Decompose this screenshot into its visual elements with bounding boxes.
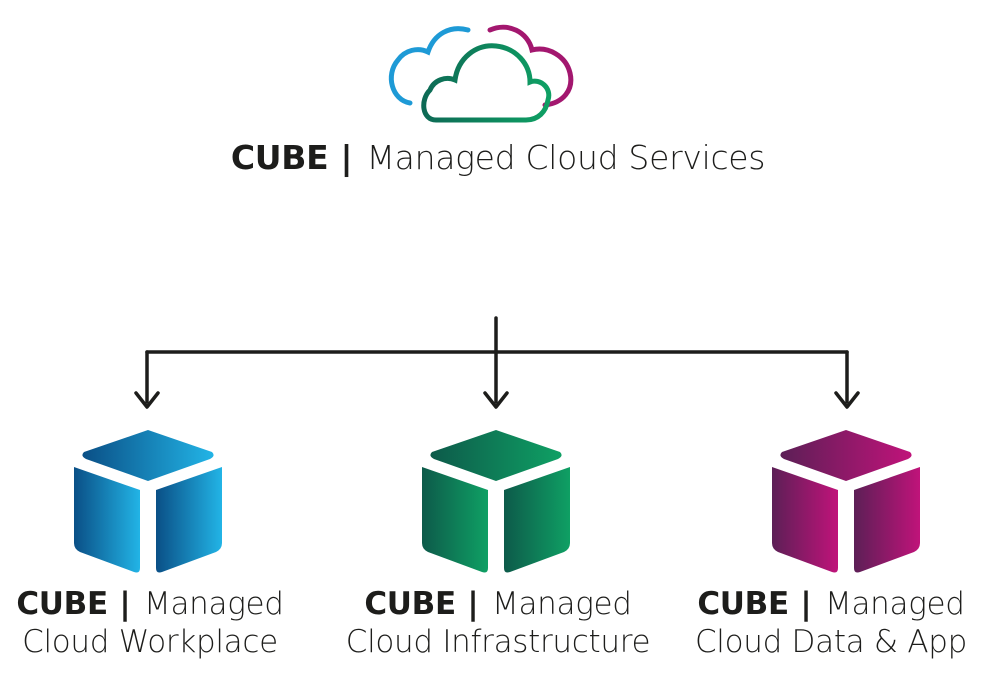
- service-label-line1: CUBE | Managed: [0, 585, 315, 623]
- service-managed: Managed: [825, 586, 965, 622]
- cloud-icon: [388, 24, 574, 123]
- service-label-line1: CUBE | Managed: [666, 585, 996, 623]
- main-title: CUBE | Managed Cloud Services: [0, 138, 996, 178]
- service-brand: CUBE: [364, 586, 456, 622]
- cube-icon-data-app: [772, 430, 920, 573]
- service-separator: |: [467, 586, 479, 622]
- arrow-head-right: [834, 391, 860, 409]
- service-name: Cloud Infrastructure: [345, 624, 651, 660]
- cube-icon-infrastructure: [422, 430, 570, 573]
- service-label-data-app: CUBE | Managed Cloud Data & App: [666, 585, 996, 661]
- service-brand: CUBE: [697, 586, 789, 622]
- service-label-infrastructure: CUBE | Managed Cloud Infrastructure: [333, 585, 663, 661]
- service-brand: CUBE: [16, 586, 108, 622]
- service-label-workplace: CUBE | Managed Cloud Workplace: [0, 585, 315, 661]
- arrow-head-center: [483, 391, 509, 409]
- cube-icon-workplace: [74, 430, 222, 573]
- service-name: Cloud Workplace: [22, 624, 278, 660]
- main-title-text: Managed Cloud Services: [366, 138, 766, 177]
- service-label-line1: CUBE | Managed: [333, 585, 663, 623]
- service-managed: Managed: [144, 586, 284, 622]
- service-separator: |: [119, 586, 131, 622]
- arrow-head-left: [134, 391, 160, 409]
- service-managed: Managed: [492, 586, 632, 622]
- main-title-brand: CUBE: [230, 138, 329, 177]
- service-name: Cloud Data & App: [694, 624, 968, 660]
- service-separator: |: [800, 586, 812, 622]
- main-title-separator: |: [340, 138, 353, 177]
- connector-lines: [134, 316, 860, 409]
